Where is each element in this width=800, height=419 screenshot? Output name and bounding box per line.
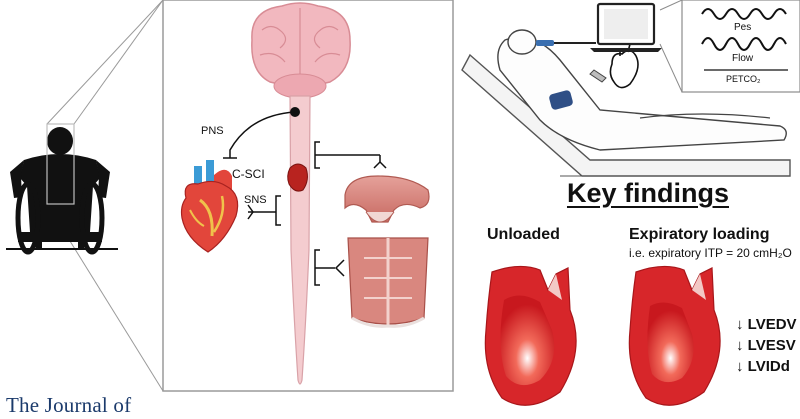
flow-label: Flow xyxy=(732,53,754,64)
pns-label: PNS xyxy=(201,125,224,137)
heart-illustration xyxy=(180,160,239,253)
ventricle-unloaded xyxy=(484,265,577,406)
petco2-label: PETCO₂ xyxy=(726,74,761,84)
unloaded-label: Unloaded xyxy=(487,226,560,243)
laptop-icon xyxy=(590,2,662,52)
expiratory-loading-label: Expiratory loading xyxy=(629,226,770,243)
pns-pathway xyxy=(229,111,296,158)
finding-lvidd: ↓ LVIDd xyxy=(736,358,790,375)
wheelchair-user-icon xyxy=(6,123,118,255)
journal-name: The Journal of xyxy=(6,393,132,417)
patient-bed-illustration xyxy=(461,29,791,177)
abdominal-pathway xyxy=(314,249,345,286)
diaphragm-pathway xyxy=(314,141,387,169)
finding-lvedv: ↓ LVEDV xyxy=(736,316,797,333)
diaphragm-illustration xyxy=(344,175,430,223)
pes-label: Pes xyxy=(734,22,751,33)
waveform-monitor xyxy=(681,0,800,93)
key-findings-title: Key findings xyxy=(566,178,729,208)
csci-label: C-SCI xyxy=(232,167,265,181)
ventricle-loaded xyxy=(628,265,721,406)
sns-label: SNS xyxy=(244,194,267,206)
expiratory-itp-note: i.e. expiratory ITP = 20 cmH₂O xyxy=(629,246,792,260)
spinal-lesion xyxy=(287,163,308,192)
brain-illustration xyxy=(251,2,351,99)
finding-lvesv: ↓ LVESV xyxy=(736,337,796,354)
sns-pathway xyxy=(247,195,281,226)
abdominal-muscles-illustration xyxy=(347,237,429,328)
